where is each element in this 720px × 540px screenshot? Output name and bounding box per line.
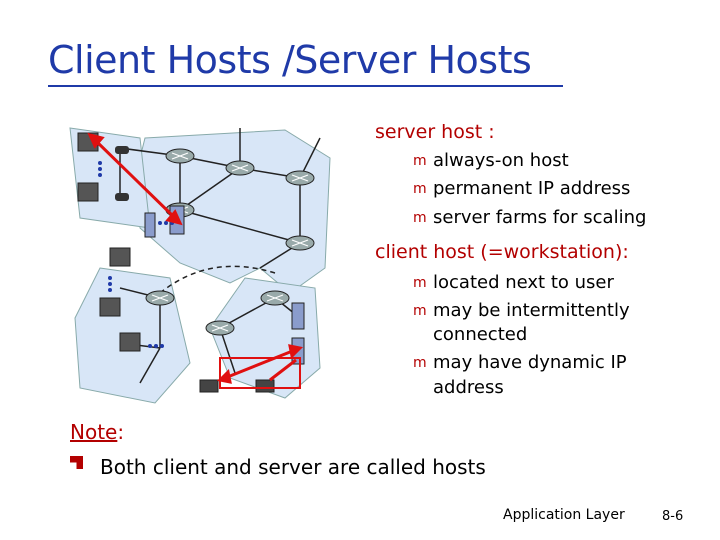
server-bullet-text: permanent IP address xyxy=(433,178,631,199)
server-host-heading: server host : xyxy=(375,121,495,143)
laptop-icons xyxy=(199,379,275,393)
note-text: Both client and server are called hosts xyxy=(100,455,486,479)
client-bullet-text: may have dynamic IP xyxy=(433,352,627,373)
page-number: 8-6 xyxy=(662,509,684,524)
note-label: Note: xyxy=(70,420,124,444)
desktop-computer-icons xyxy=(77,132,141,352)
client-bullet-text: may be intermittently xyxy=(433,300,630,321)
client-bullet-1: m located next to user xyxy=(413,270,614,296)
telephone-icons xyxy=(115,146,129,201)
title-underline xyxy=(48,85,563,87)
note-bullet-icon xyxy=(70,456,83,469)
client-bullet-3-cont: address xyxy=(433,377,504,398)
server-bullet-2: m permanent IP address xyxy=(413,176,631,202)
note-label-text: Note xyxy=(70,420,118,444)
bullet-marker-icon: m xyxy=(413,210,427,226)
network-diagram xyxy=(69,127,331,404)
highlight-box xyxy=(219,357,301,389)
server-bullet-1: m always-on host xyxy=(413,148,569,174)
client-server-arrows xyxy=(87,132,304,384)
note-colon: : xyxy=(117,420,125,444)
client-bullet-2: m may be intermittently xyxy=(413,298,630,324)
client-bullet-3: m may have dynamic IP xyxy=(413,350,627,376)
bullet-marker-icon: m xyxy=(413,303,427,319)
client-bullet-text: located next to user xyxy=(433,272,614,293)
ellipsis-dots xyxy=(98,161,174,348)
bullet-marker-icon: m xyxy=(413,275,427,291)
bullet-marker-icon: m xyxy=(413,153,427,169)
client-host-heading: client host (=workstation): xyxy=(375,241,629,263)
footer-label: Application Layer xyxy=(503,507,625,523)
bullet-marker-icon: m xyxy=(413,181,427,197)
server-bullet-text: server farms for scaling xyxy=(433,207,647,228)
bullet-marker-icon: m xyxy=(413,355,427,371)
slide-title: Client Hosts /Server Hosts xyxy=(48,38,532,82)
dashed-dialup-link xyxy=(159,265,276,294)
server-bullet-text: always-on host xyxy=(433,150,569,171)
client-bullet-2-cont: connected xyxy=(433,324,528,345)
server-bullet-3: m server farms for scaling xyxy=(413,205,647,231)
